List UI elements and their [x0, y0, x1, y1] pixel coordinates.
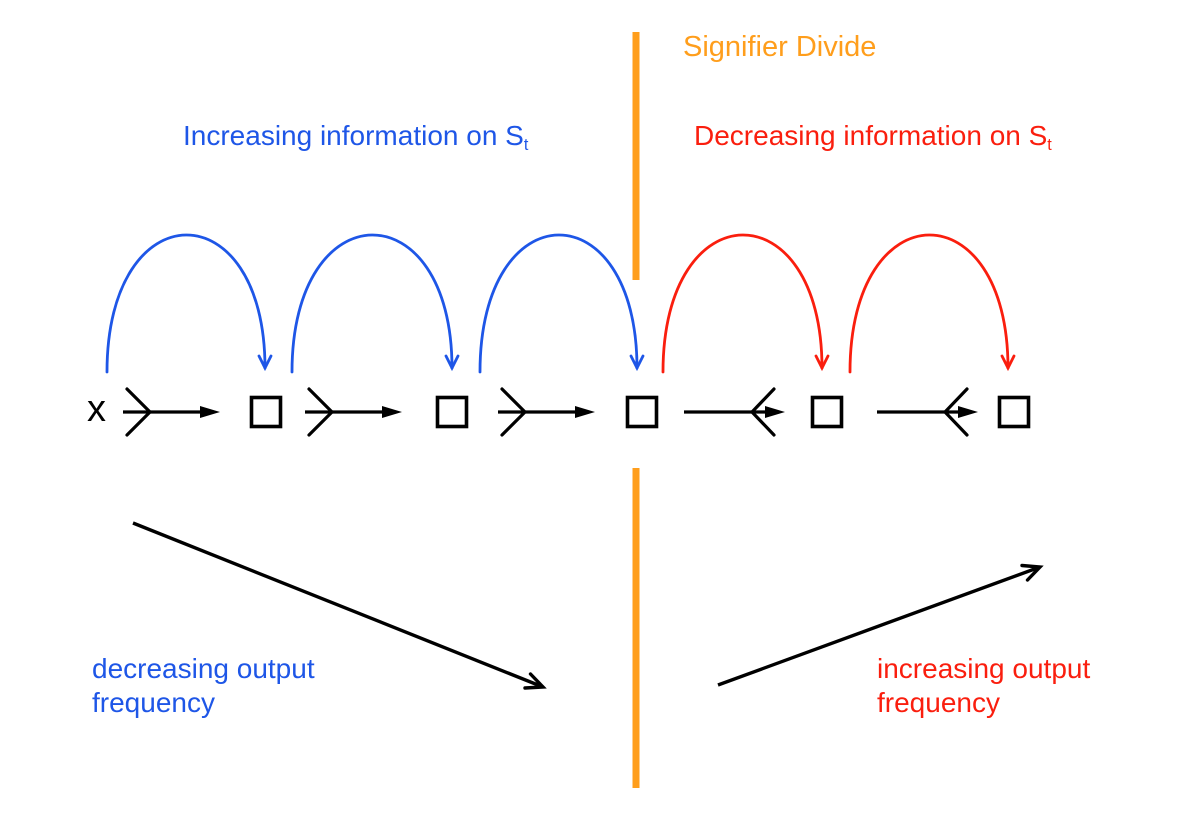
signifier-divide-label: Signifier Divide [683, 31, 877, 63]
fan-out-chevron [749, 387, 776, 437]
arc-curve [848, 233, 1010, 374]
left-info-title-text: Increasing information on S [183, 120, 524, 151]
trend-arrowhead [523, 672, 547, 690]
increasing-output-frequency-label: increasing output frequency [877, 652, 1090, 720]
skip-connection-arc-blue [290, 233, 460, 374]
left-info-title-subscript: t [523, 135, 529, 154]
state-square [249, 395, 283, 429]
fan-out-chevron [942, 387, 969, 437]
state-square [997, 395, 1031, 429]
arc-arrowhead [814, 354, 830, 372]
state-square [435, 395, 469, 429]
skip-connection-arc-blue [478, 233, 645, 374]
arrowhead [765, 406, 785, 418]
fan-out-arrow-icon [877, 387, 978, 437]
skip-connection-arc-red [848, 233, 1016, 374]
skip-connection-arc-red [661, 233, 830, 374]
decreasing-output-frequency-label: decreasing output frequency [92, 652, 315, 720]
arrowhead [958, 406, 978, 418]
fan-in-arrow-icon [305, 387, 402, 437]
label-line-1: decreasing output [92, 653, 315, 684]
arrowhead [575, 406, 595, 418]
right-info-title-text: Decreasing information on S [694, 120, 1048, 151]
arc-arrowhead [1000, 354, 1016, 372]
arc-curve [105, 233, 267, 374]
trend-arrowhead [1020, 563, 1044, 582]
fan-in-arrow-icon [123, 387, 220, 437]
skip-connection-arc-blue [105, 233, 273, 374]
label-line-2: frequency [92, 687, 215, 718]
state-square [625, 395, 659, 429]
output-frequency-arrow-left [132, 521, 547, 690]
arrowhead [200, 406, 220, 418]
output-frequency-arrow-right [717, 563, 1044, 687]
arc-curve [290, 233, 454, 374]
arc-arrowhead [629, 354, 645, 372]
fan-in-arrow-icon [498, 387, 595, 437]
state-square [810, 395, 844, 429]
fan-out-arrow-icon [684, 387, 785, 437]
left-info-title: Increasing information on St [183, 120, 529, 154]
arc-curve [478, 233, 639, 374]
arc-curve [661, 233, 824, 374]
trend-line [717, 565, 1041, 687]
input-label-x: x [87, 388, 106, 430]
right-info-title-subscript: t [1047, 135, 1052, 154]
trend-line [132, 521, 544, 689]
label-line-1: increasing output [877, 653, 1091, 684]
arc-arrowhead [444, 354, 460, 372]
arrowhead [382, 406, 402, 418]
right-info-title: Decreasing information on St [694, 120, 1052, 154]
arc-arrowhead [257, 354, 273, 372]
label-line-2: frequency [877, 687, 1000, 718]
